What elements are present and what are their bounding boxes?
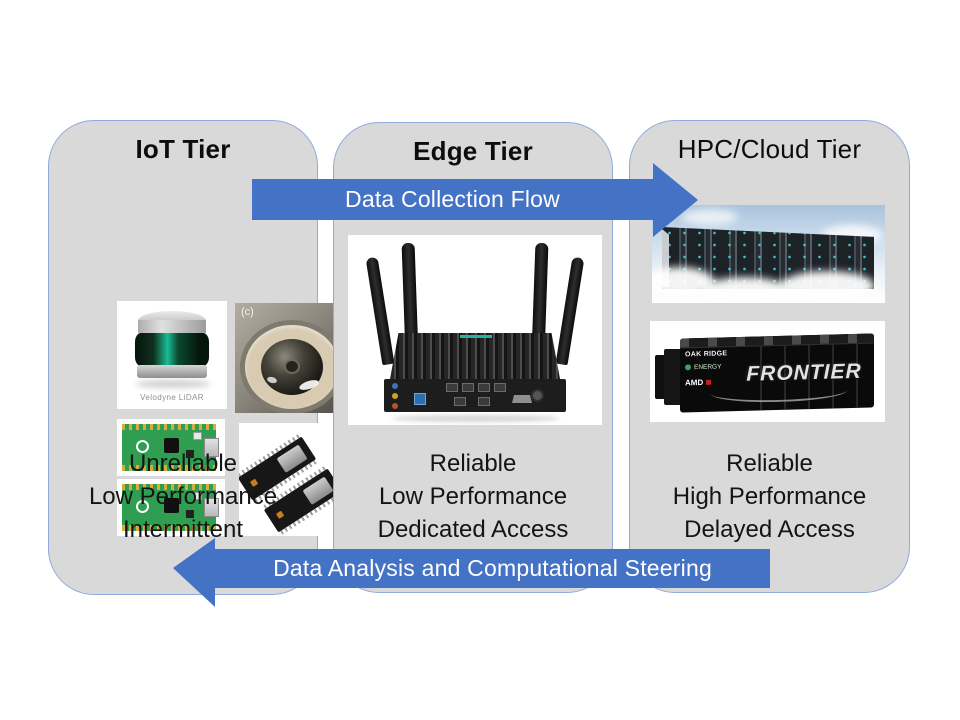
cloud-datacenter-image	[652, 205, 885, 303]
lidar-sensor-band	[135, 333, 209, 366]
usb-port	[414, 393, 426, 405]
raspberry-pi-pico-image-2	[117, 479, 225, 536]
pico-board	[122, 484, 219, 531]
tier-attribute: Low Performance	[88, 483, 278, 510]
cloud-shape	[700, 277, 790, 303]
frontier-end-cabinet	[664, 349, 682, 405]
pico-component	[186, 510, 194, 518]
edge-gateway-router-image	[348, 235, 602, 425]
tier-attribute: Reliable	[726, 450, 813, 477]
router-accent	[460, 335, 492, 338]
raspberry-pi-logo	[136, 500, 149, 513]
raspberry-pi-logo	[136, 440, 149, 453]
lidar-upper-body	[138, 320, 206, 333]
audio-jack	[392, 403, 398, 409]
frontier-cabinet: OAK RIDGE ENERGY AMD FRONTIER	[680, 333, 874, 413]
pico-usb-connector	[204, 498, 219, 517]
pico-chip	[164, 498, 179, 513]
edge-tier-attributes: Reliable Low Performance Dedicated Acces…	[334, 447, 612, 546]
iot-tier-title: IoT Tier	[135, 134, 231, 164]
cloud-shape	[682, 209, 738, 225]
iot-tier-attributes: Unreliable Low Performance Intermittent	[49, 447, 317, 546]
hpc-cloud-tier-title: HPC/Cloud Tier	[677, 134, 862, 164]
esp32-boards-image	[239, 423, 349, 536]
tier-attribute: Intermittent	[122, 516, 244, 543]
audio-jack	[392, 383, 398, 389]
tier-attribute: Reliable	[429, 450, 517, 477]
tier-attribute: High Performance	[672, 483, 867, 510]
data-collection-flow-label: Data Collection Flow	[345, 186, 560, 212]
data-analysis-steering-label: Data Analysis and Computational Steering	[273, 555, 712, 581]
edge-tier-title: Edge Tier	[413, 136, 533, 166]
cloud-shape	[780, 271, 875, 301]
pico-usb-connector	[204, 438, 219, 457]
pico-component	[186, 450, 194, 458]
frontier-supercomputer-image: OAK RIDGE ENERGY AMD FRONTIER	[650, 321, 885, 422]
router-heatsink	[390, 333, 560, 379]
lidar-shadow	[135, 380, 211, 388]
power-connector	[531, 389, 544, 402]
ethernet-port	[494, 383, 506, 392]
server-rack-side-panel	[662, 229, 669, 287]
raspberry-pi-pico-image-1	[117, 419, 225, 476]
router-front-panel	[384, 379, 566, 412]
ethernet-port	[462, 383, 474, 392]
dome-camera-image: (c)	[235, 303, 349, 413]
velodyne-lidar-image: Velodyne LiDAR	[117, 301, 227, 409]
router-shadow	[392, 415, 560, 422]
pico-board	[122, 424, 219, 471]
dome-lens	[284, 359, 300, 374]
tier-attribute: Low Performance	[378, 483, 568, 510]
ethernet-port	[478, 383, 490, 392]
pico-bootsel-button	[193, 432, 202, 440]
lidar-caption: Velodyne LiDAR	[140, 393, 204, 402]
router-antenna	[365, 256, 395, 366]
lidar-base	[137, 365, 207, 378]
ethernet-port	[454, 397, 466, 406]
router-antenna	[555, 256, 585, 366]
serial-port	[512, 395, 532, 403]
ethernet-port	[446, 383, 458, 392]
tier-attribute: Delayed Access	[684, 516, 855, 543]
dome-camera-label: (c)	[241, 306, 254, 318]
energy-logo: ENERGY	[685, 363, 737, 371]
ethernet-port	[478, 397, 490, 406]
oak-ridge-logo: OAK RIDGE	[685, 350, 728, 359]
tier-attribute: Dedicated Access	[377, 516, 569, 543]
pico-bootsel-button	[193, 492, 202, 500]
pico-chip	[164, 438, 179, 453]
tier-attribute: Unreliable	[128, 450, 238, 477]
hpc-tier-attributes: Reliable High Performance Delayed Access	[630, 447, 909, 546]
audio-jack	[392, 393, 398, 399]
